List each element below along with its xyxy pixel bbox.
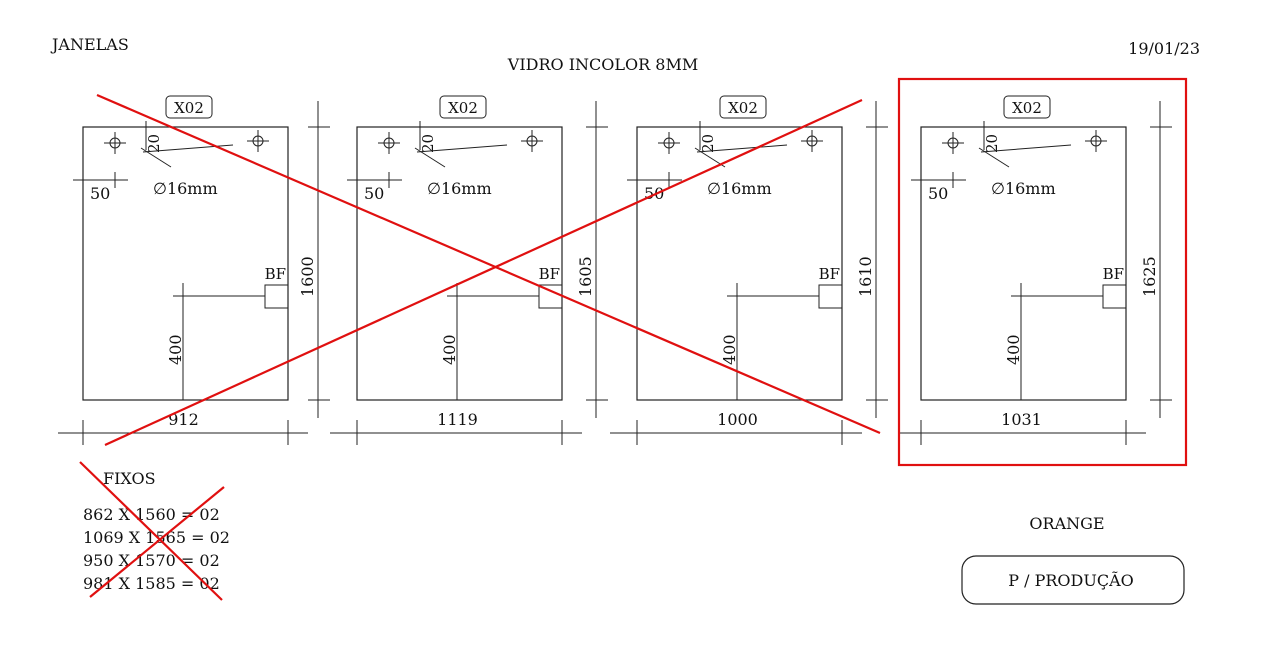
hole-offset-y: 20 <box>699 134 717 153</box>
fixos-title: FIXOS <box>103 469 156 488</box>
lock-label: BF <box>1103 265 1124 283</box>
hole-diameter: ∅16mm <box>991 179 1056 198</box>
lock-label: BF <box>265 265 286 283</box>
tag-box <box>439 95 487 119</box>
production-button-frame[interactable] <box>961 555 1185 605</box>
lock-height: 400 <box>440 334 459 365</box>
panel-width: 912 <box>168 410 199 429</box>
tag-box <box>1003 95 1051 119</box>
hole-offset-x: 50 <box>644 184 664 203</box>
panel-height: 1610 <box>856 256 875 297</box>
panel-height: 1600 <box>298 256 317 297</box>
hole-offset-y: 20 <box>145 134 163 153</box>
panel-width: 1031 <box>1001 410 1042 429</box>
glass-outline <box>356 126 563 401</box>
glass-spec: VIDRO INCOLOR 8MM <box>507 55 698 74</box>
cancel-mark <box>96 93 881 447</box>
tag-box <box>719 95 767 119</box>
lock-height: 400 <box>166 334 185 365</box>
hole-diameter: ∅16mm <box>707 179 772 198</box>
lock-box <box>818 284 843 309</box>
leader-line <box>140 147 172 168</box>
leader-line <box>696 144 788 153</box>
hole-offset-x: 50 <box>364 184 384 203</box>
panel-height: 1625 <box>1140 256 1159 297</box>
lock-box <box>264 284 289 309</box>
panel-tag: X02 <box>448 99 478 117</box>
leader-line <box>978 147 1010 168</box>
fixos-cross-line <box>79 461 223 601</box>
glass-outline <box>920 126 1127 401</box>
hole-offset-y: 20 <box>419 134 437 153</box>
lock-label: BF <box>539 265 560 283</box>
glass-outline <box>636 126 843 401</box>
glass-outline <box>82 126 289 401</box>
tag-box <box>165 95 213 119</box>
hole-offset-y: 20 <box>983 134 1001 153</box>
hole-offset-x: 50 <box>90 184 110 203</box>
hole-diameter: ∅16mm <box>153 179 218 198</box>
fixos-item: 950 X 1570 = 02 <box>83 551 220 570</box>
leader-line <box>416 144 508 153</box>
date-label: 19/01/23 <box>1128 39 1200 58</box>
fixos-item: 981 X 1585 = 02 <box>83 574 220 593</box>
panel-width: 1000 <box>717 410 758 429</box>
lock-height: 400 <box>720 334 739 365</box>
page-title: JANELAS <box>50 35 129 54</box>
lock-box <box>1102 284 1127 309</box>
panel-width: 1119 <box>437 410 478 429</box>
fixos-cross-line <box>89 486 225 598</box>
panel-tag: X02 <box>174 99 204 117</box>
hole-diameter: ∅16mm <box>427 179 492 198</box>
panel-height: 1605 <box>576 256 595 297</box>
leader-line <box>980 144 1072 153</box>
panel-tag: X02 <box>1012 99 1042 117</box>
lock-height: 400 <box>1004 334 1023 365</box>
production-button-label[interactable]: P / PRODUÇÃO <box>1008 570 1133 590</box>
production-button[interactable]: P / PRODUÇÃO <box>961 555 1185 605</box>
highlight-box <box>897 77 1188 467</box>
fixos-list: FIXOS 862 X 1560 = 02 1069 X 1565 = 02 9… <box>79 461 230 601</box>
hole-offset-x: 50 <box>928 184 948 203</box>
client-label: ORANGE <box>1029 514 1104 533</box>
leader-line <box>414 147 446 168</box>
lock-label: BF <box>819 265 840 283</box>
panel-tag: X02 <box>728 99 758 117</box>
